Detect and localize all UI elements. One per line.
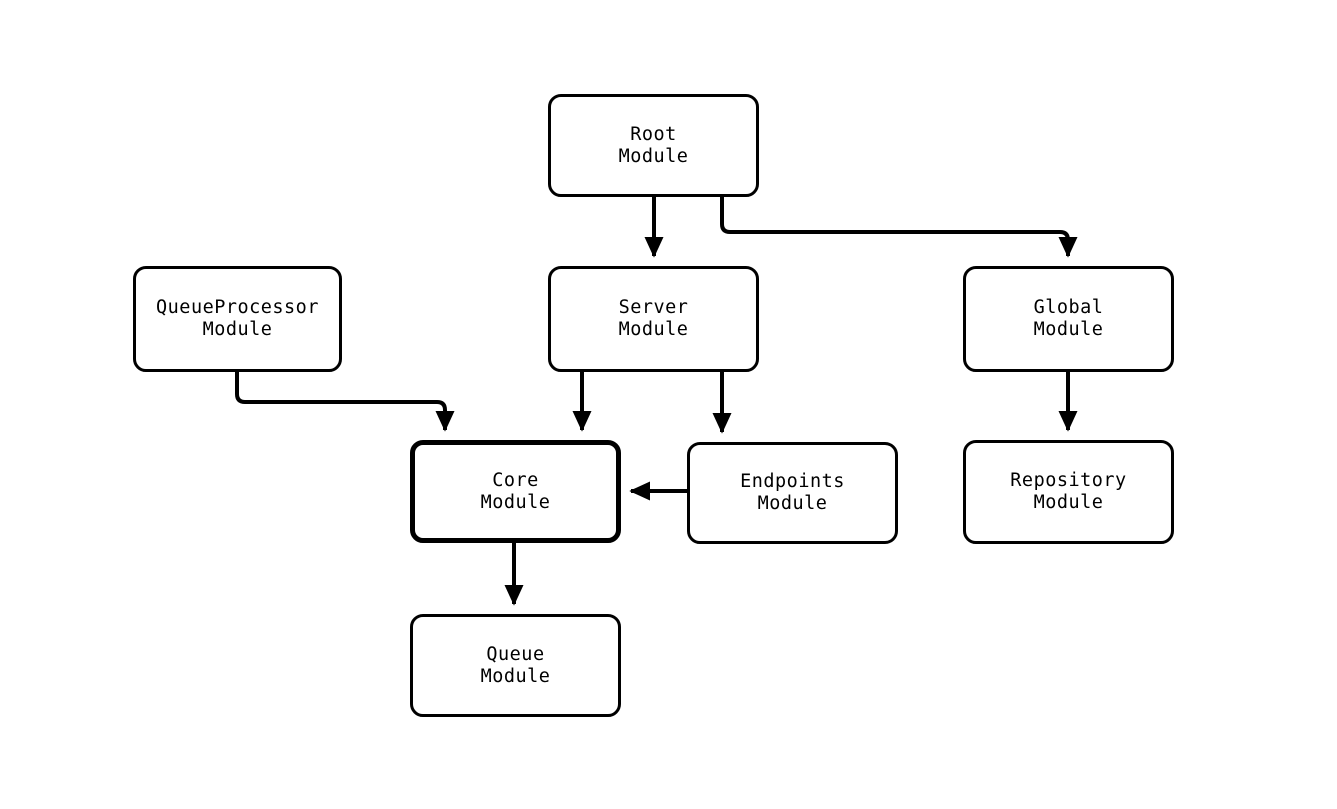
node-root-label-line2: Module [618, 145, 689, 167]
node-core[interactable]: Core Module [410, 440, 621, 543]
node-endpoints-label-line2: Module [757, 493, 828, 514]
edge-queueprocessor-to-core [235, 372, 455, 432]
node-queue-label-line1: Queue [486, 643, 545, 665]
node-queueprocessor[interactable]: QueueProcessor Module [133, 266, 342, 372]
edge-root-to-global [720, 197, 1078, 258]
node-queueprocessor-label-line2: Module [202, 319, 273, 340]
node-root-label-line1: Root [630, 123, 677, 145]
node-queue[interactable]: Queue Module [410, 614, 621, 717]
node-global-label-line1: Global [1033, 297, 1104, 318]
node-endpoints[interactable]: Endpoints Module [687, 442, 898, 544]
node-queue-label-line2: Module [480, 665, 551, 687]
node-global[interactable]: Global Module [963, 266, 1174, 372]
node-server-label-line1: Server [618, 297, 689, 318]
node-endpoints-label-line1: Endpoints [740, 471, 845, 492]
node-repository[interactable]: Repository Module [963, 440, 1174, 544]
node-repository-label-line2: Module [1033, 492, 1104, 513]
node-global-label-line2: Module [1033, 319, 1104, 340]
node-server[interactable]: Server Module [548, 266, 759, 372]
node-core-label-line1: Core [492, 469, 539, 491]
node-root[interactable]: Root Module [548, 94, 759, 197]
node-queueprocessor-label-line1: QueueProcessor [156, 297, 319, 318]
node-server-label-line2: Module [618, 319, 689, 340]
node-core-label-line2: Module [480, 491, 551, 513]
node-repository-label-line1: Repository [1010, 470, 1127, 491]
